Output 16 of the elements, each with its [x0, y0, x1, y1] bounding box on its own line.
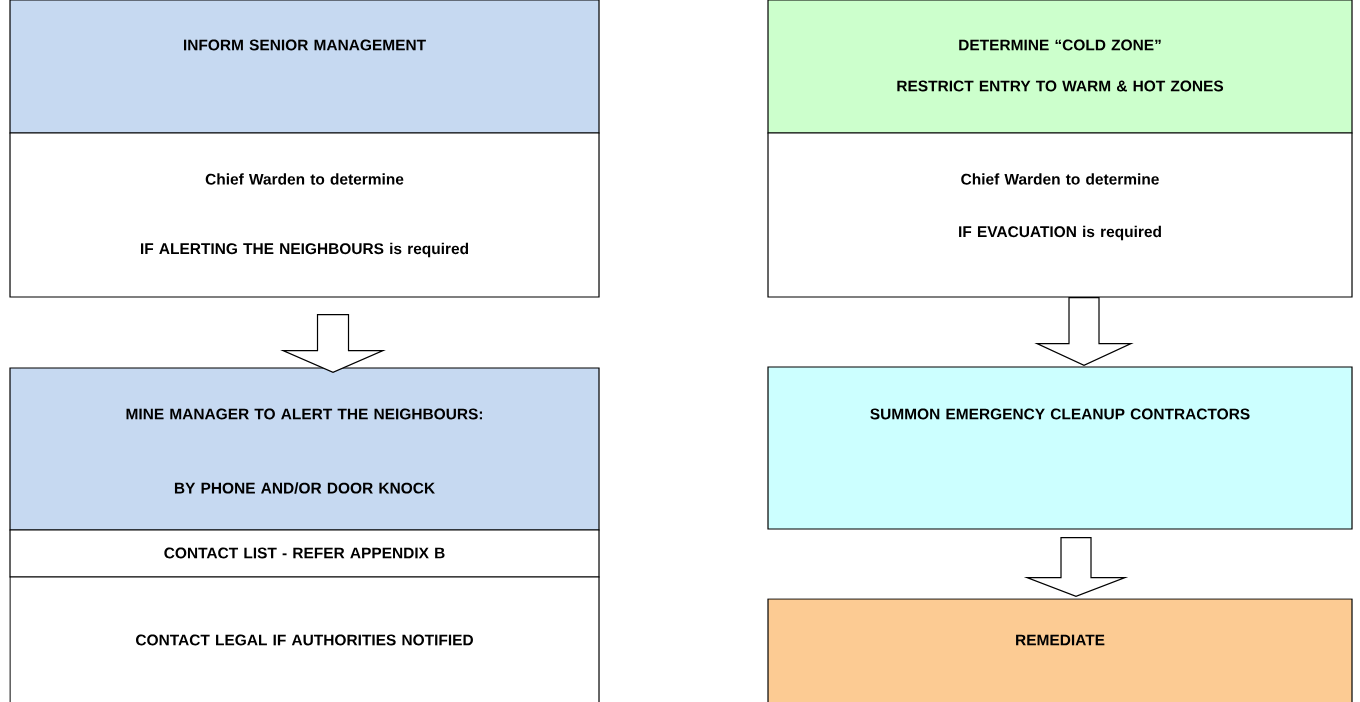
box-text: REMEDIATE	[1016, 634, 1105, 646]
box-text: Chief Warden to determine	[205, 173, 404, 185]
box-text: BY PHONE AND/OR DOOR KNOCK	[174, 482, 435, 494]
box-text: SUMMON EMERGENCY CLEANUP CONTRACTORS	[870, 408, 1250, 420]
box-text: IF ALERTING THE NEIGHBOURS is required	[141, 242, 469, 258]
block-arrow	[1034, 297, 1134, 367]
block-arrow	[280, 314, 386, 374]
box-text: RESTRICT ENTRY TO WARM & HOT ZONES	[897, 80, 1224, 92]
box-text: CONTACT LIST - REFER APPENDIX B	[164, 547, 445, 559]
box-text: Chief Warden to determine	[961, 173, 1159, 185]
box-text: IF EVACUATION is required	[959, 225, 1161, 241]
box-text: MINE MANAGER TO ALERT THE NEIGHBOURS:	[126, 408, 482, 420]
box-text: CONTACT LEGAL IF AUTHORITIES NOTIFIED	[136, 634, 473, 646]
block-arrow	[1023, 537, 1129, 598]
box-text: INFORM SENIOR MANAGEMENT	[183, 39, 426, 51]
box-text: DETERMINE “COLD ZONE”	[959, 39, 1161, 51]
